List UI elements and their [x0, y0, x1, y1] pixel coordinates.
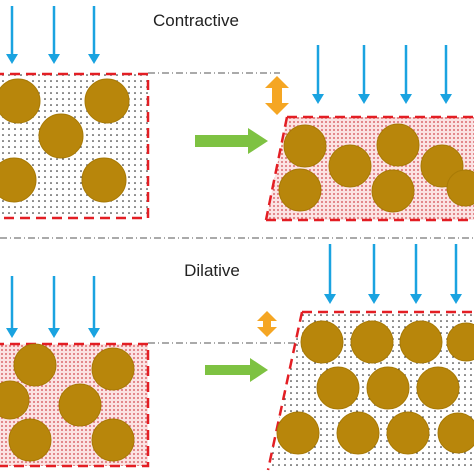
- grain: [81, 157, 127, 203]
- dilated-grains: [276, 320, 474, 455]
- grain: [416, 366, 460, 410]
- grain: [276, 411, 320, 455]
- volume-increase-arrow: [257, 311, 277, 337]
- bottom-right-load-arrowheads: [324, 294, 462, 304]
- bottom-left-load-arrowheads: [6, 328, 100, 338]
- top-left-load-arrowheads: [6, 54, 100, 64]
- dense-grains: [278, 123, 474, 213]
- grain: [350, 320, 394, 364]
- grain: [366, 366, 410, 410]
- grain: [376, 123, 420, 167]
- dilative-label: Dilative: [184, 261, 240, 280]
- grain: [58, 383, 102, 427]
- top-left-load-arrows: [10, 6, 96, 56]
- grain: [283, 124, 327, 168]
- grain: [328, 144, 372, 188]
- grain: [0, 380, 30, 420]
- top-right-load-arrows: [316, 45, 448, 96]
- grain: [278, 168, 322, 212]
- grain: [8, 418, 52, 462]
- grain: [13, 343, 57, 387]
- grain: [38, 113, 84, 159]
- top-right-load-arrowheads: [312, 94, 452, 104]
- contractive-label: Contractive: [153, 11, 239, 30]
- grain: [399, 320, 443, 364]
- grain: [91, 347, 135, 391]
- dilated-sample-boundary: [266, 310, 474, 471]
- grain: [446, 169, 474, 207]
- grain: [386, 411, 430, 455]
- dense-initial-grains: [0, 343, 135, 462]
- grain: [84, 78, 130, 124]
- loose-sample-boundary: [0, 72, 150, 220]
- dense-initial-boundary: [0, 342, 150, 468]
- top-transition-arrow: [195, 128, 268, 154]
- dense-sample-boundary: [264, 115, 474, 222]
- grain: [316, 366, 360, 410]
- grain: [336, 411, 380, 455]
- grain: [300, 320, 344, 364]
- bottom-transition-arrow: [205, 358, 268, 382]
- bottom-left-load-arrows: [10, 276, 96, 330]
- grain: [0, 78, 41, 124]
- bottom-right-load-arrows: [328, 244, 458, 296]
- grain: [437, 412, 474, 454]
- loose-grains: [0, 78, 130, 203]
- volume-decrease-arrow: [265, 76, 289, 115]
- grain: [446, 322, 474, 362]
- grain: [371, 169, 415, 213]
- grain: [0, 157, 37, 203]
- grain: [91, 418, 135, 462]
